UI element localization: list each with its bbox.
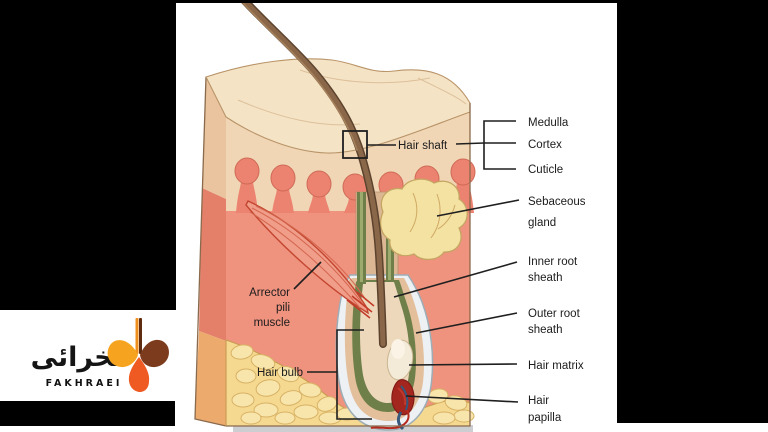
hair-shaft [240,0,387,348]
sebaceous-line [436,199,520,217]
hair-papilla [391,379,415,416]
block-outline [226,103,471,427]
outer-sheath-line [415,312,518,334]
label-cuticle: Cuticle [528,164,563,176]
hair-papilla-line [405,395,519,403]
label-inner-root-sheath: Inner root [528,256,578,268]
labels: Hair shaft Medulla Cortex Cuticle Sebace… [249,117,586,424]
label-arrector-pili: Arrector [249,287,290,299]
label-cortex: Cortex [528,139,562,151]
letterbox-right-panel [617,0,768,423]
label-hair-papilla: Hair [528,395,549,407]
hair-bulb-bracket [336,329,372,420]
letterbox-top-bar [0,0,768,3]
brand-name-latin: FAKHRAEI [46,378,123,389]
hair-matrix-line [408,363,518,366]
annotation-lines [293,120,520,420]
letterbox-left-bottom-bar [0,401,175,426]
svg-text:papilla: papilla [528,412,562,424]
brand-logo: فخرائی FAKHRAEI [31,318,169,392]
svg-text:muscle: muscle [254,317,290,329]
blood-vessels [370,409,410,431]
label-hair-shaft: Hair shaft [398,140,448,152]
hypodermis-fat [225,339,475,427]
svg-text:gland: gland [528,217,556,229]
svg-text:pili: pili [276,302,290,314]
arrector-pili-muscle [245,200,375,319]
letterbox-left-panel [0,0,176,310]
label-sebaceous-gland: Sebaceous [528,196,586,208]
block-base-shadow [233,425,473,432]
block-left-facet [194,76,227,427]
sebaceous-gland [379,178,468,261]
label-medulla: Medulla [528,117,569,129]
skin-block [194,0,476,431]
label-hair-matrix: Hair matrix [528,360,584,372]
svg-text:sheath: sheath [528,272,563,284]
inner-sheath-line [393,261,518,298]
arrector-line [293,261,322,290]
svg-text:sheath: sheath [528,324,563,336]
medulla-cortex-cuticle-bracket [483,120,516,170]
saffron-flower-icon [107,318,169,392]
label-outer-root-sheath: Outer root [528,308,581,320]
label-hair-bulb: Hair bulb [257,367,303,379]
